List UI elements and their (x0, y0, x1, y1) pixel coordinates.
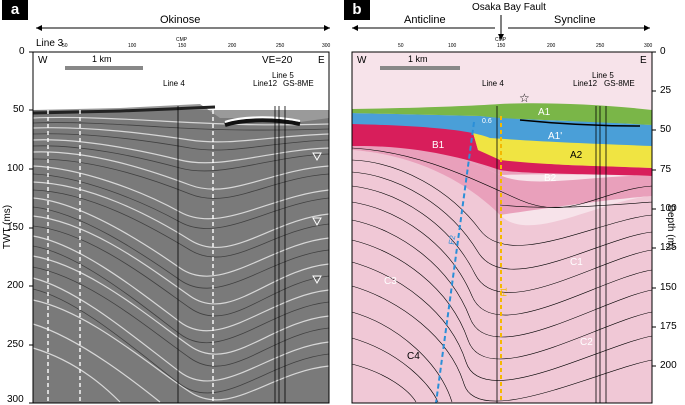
panel-a-tag: a (2, 0, 28, 20)
panel-b-cmp-tick-250: 250 (596, 43, 605, 49)
panel-a-line-label: Line 3 (36, 38, 64, 49)
panel-b-fault-label: Osaka Bay Fault (472, 2, 546, 13)
panel-b-cmp-tick-150: 150 (497, 43, 506, 49)
seismic-section (32, 52, 330, 403)
panel-b-cmp-tick-50: 50 (398, 43, 404, 49)
unit-label-a1-prime: A1' (548, 131, 563, 142)
depth-tick-125: 125 (660, 242, 677, 253)
unit-label-a2: A2 (570, 150, 583, 161)
panel-a-dir-e: E (318, 55, 325, 66)
depth-tick-150: 150 (660, 282, 677, 293)
unit-label-a1: A1 (538, 107, 551, 118)
depth-tick-50: 50 (660, 124, 672, 135)
panel-b-line4: Line 4 (482, 79, 504, 88)
panel-a-scale-label: 1 km (92, 54, 112, 64)
panel-a-gs8me: GS-8ME (283, 79, 314, 88)
panel-b-tag: b (344, 0, 370, 20)
unit-label-c1: C1 (570, 257, 583, 268)
star-icon: ☆ (519, 91, 530, 105)
panel-b-dir-e: E (640, 55, 647, 66)
panel-b-gs8me: GS-8ME (604, 79, 635, 88)
panel-b-scale-bar (380, 66, 460, 70)
panel-b-scale-label: 1 km (408, 54, 428, 64)
panel-a-y-tick-250: 250 (7, 339, 24, 350)
panel-a-cmp-label: CMP (176, 37, 188, 43)
panel-a-y-tick-0: 0 (19, 46, 25, 57)
fault-mark-f2: F2 (446, 234, 458, 246)
panel-b-cmp-tick-100: 100 (448, 43, 457, 49)
depth-tick-200: 200 (660, 360, 677, 371)
panel-a-line5: Line 5 (272, 71, 294, 80)
panel-a-cmp-tick-200: 200 (228, 43, 237, 49)
panel-b-line12: Line12 (573, 79, 598, 88)
panel-a-ve-label: VE=20 (262, 55, 293, 66)
unit-label-c3: C3 (384, 276, 397, 287)
panel-a-cmp-tick-150: 150 (178, 43, 187, 49)
geologic-section (351, 52, 653, 404)
panel-b-cmp-tick-300: 300 (644, 43, 653, 49)
fault-mark-f1: F1 (499, 287, 509, 297)
panel-b-syncline-label: Syncline (554, 14, 596, 26)
panel-a-dir-w: W (38, 55, 48, 66)
panel-b-cmp-tick-200: 200 (547, 43, 556, 49)
panel-a-y-tick-200: 200 (7, 280, 24, 291)
depth-tick-0: 0 (660, 46, 666, 57)
panel-a-cmp-tick-100: 100 (128, 43, 137, 49)
panel-a-header-arrow (36, 25, 330, 31)
unit-label-b2: B2 (544, 173, 557, 184)
panel-a-y-tick-100: 100 (7, 163, 24, 174)
unit-label-b1: B1 (432, 140, 445, 151)
panel-b-line5: Line 5 (592, 71, 614, 80)
panel-a-scale-bar (65, 66, 143, 70)
unit-label-c4: C4 (407, 351, 420, 362)
panel-a-y-tick-50: 50 (13, 104, 25, 115)
panel-b-header-arrows (352, 15, 650, 40)
depth-tick-100: 100 (660, 203, 677, 214)
panel-a-cmp-tick-250: 250 (276, 43, 285, 49)
panel-a-y-tick-150: 150 (7, 222, 24, 233)
panel-b-anticline-label: Anticline (404, 14, 446, 26)
panel-b-dir-w: W (357, 55, 367, 66)
unit-label-c2: C2 (580, 337, 593, 348)
panel-a-line12: Line12 (253, 79, 278, 88)
panel-a-cmp-tick-300: 300 (322, 43, 331, 49)
depth-tick-175: 175 (660, 321, 677, 332)
depth-tick-25: 25 (660, 85, 672, 96)
panel-a-y-tick-300: 300 (7, 394, 24, 405)
panel-a-line4: Line 4 (163, 79, 185, 88)
panel-a-cmp-tick-50: 50 (62, 43, 68, 49)
fault-mark-0-6: 0.6 (482, 118, 492, 125)
panel-b-cmp-label: CMP (495, 37, 507, 43)
depth-tick-75: 75 (660, 164, 672, 175)
panel-a-header: Okinose (160, 14, 201, 26)
